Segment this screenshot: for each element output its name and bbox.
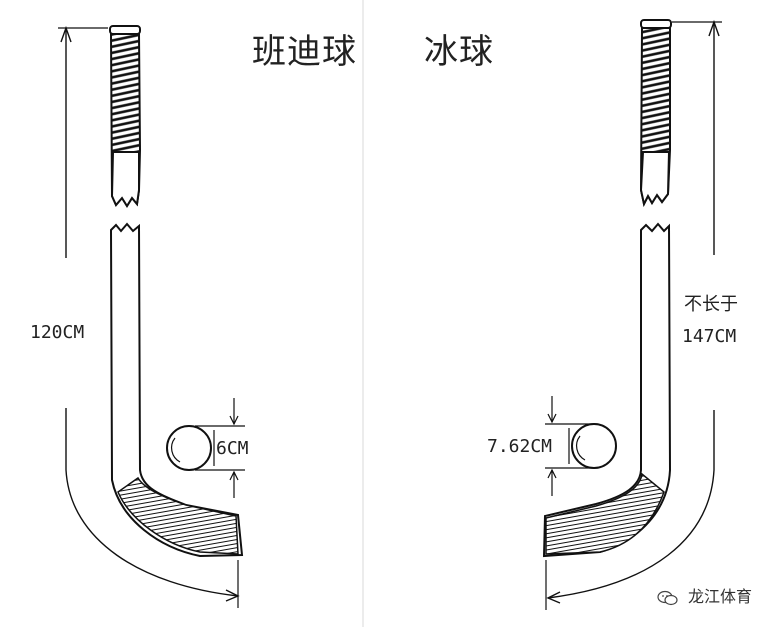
hockey-puck	[571, 423, 617, 469]
hockey-stick	[542, 19, 722, 610]
watermark: 龙江体育	[657, 583, 752, 607]
bandy-length-label: 120CM	[30, 322, 85, 343]
hockey-ball-size-label: 7.62CM	[487, 436, 553, 457]
bandy-ball	[166, 425, 212, 471]
hockey-blade-tape	[545, 472, 665, 555]
title-ice-hockey: 冰球	[424, 32, 494, 72]
watermark-text: 龙江体育	[687, 587, 752, 606]
hockey-length-label: 147CM	[682, 326, 737, 347]
bandy-blade-tape	[117, 476, 239, 555]
title-bandy: 班迪球	[252, 32, 357, 72]
bandy-stick	[58, 25, 245, 608]
bandy-ball-size-label: 6CM	[216, 438, 249, 459]
hockey-length-label-prefix: 不长于	[684, 294, 738, 315]
wechat-icon	[657, 590, 678, 605]
